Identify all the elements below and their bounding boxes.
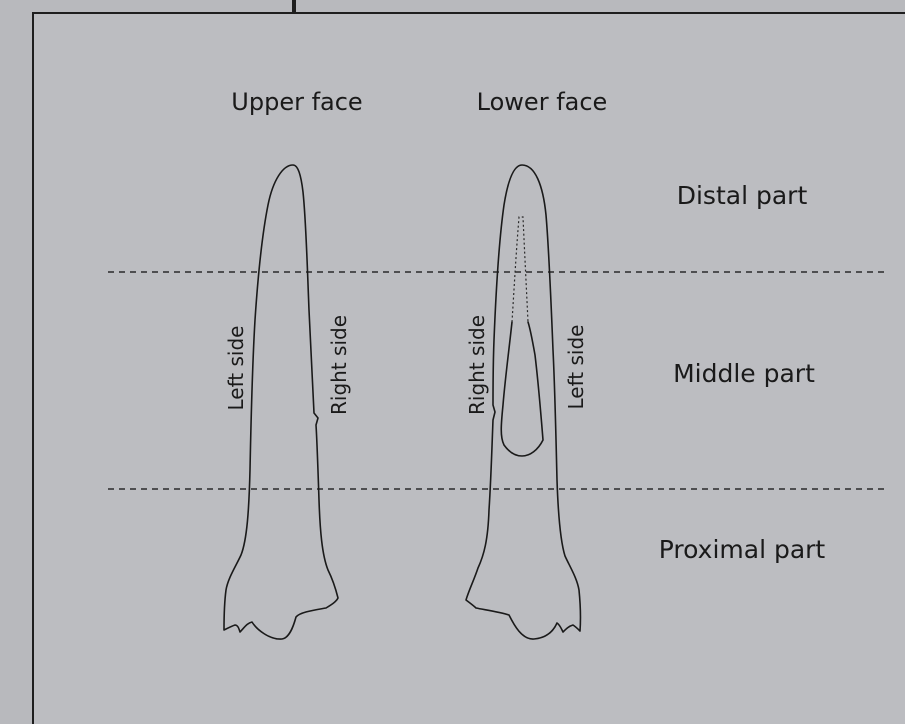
lower-left-side-label: Left side	[564, 325, 588, 410]
upper-left-side-label: Left side	[224, 326, 248, 411]
lower-face-groove-dotted	[512, 217, 528, 322]
distal-part-label: Distal part	[677, 181, 808, 210]
middle-part-label: Middle part	[673, 359, 815, 388]
lower-right-side-label: Right side	[465, 315, 489, 415]
proximal-part-label: Proximal part	[659, 535, 826, 564]
upper-face-title: Upper face	[231, 88, 362, 116]
upper-right-side-label: Right side	[327, 315, 351, 415]
lower-face-groove-outline	[501, 322, 543, 456]
lower-face-title: Lower face	[477, 88, 608, 116]
